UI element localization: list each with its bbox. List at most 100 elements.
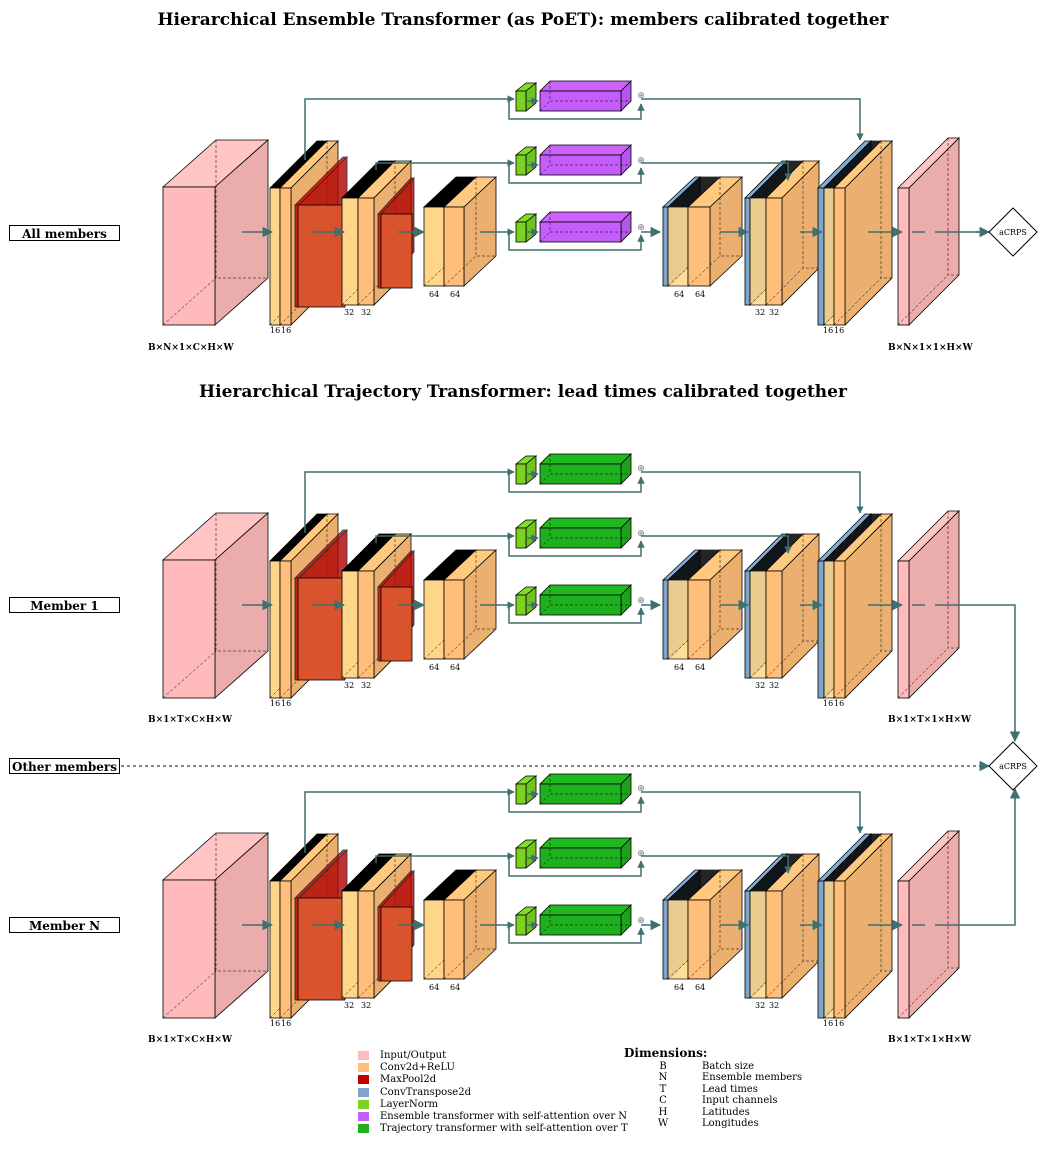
legend-label: Trajectory transformer with self-attenti… — [380, 1123, 628, 1135]
channel-label-16: 16 — [281, 1019, 292, 1028]
row-label-member-1: Member 1 — [9, 597, 120, 613]
input-dims-all: B×N×1×C×H×W — [148, 343, 234, 353]
legend-label: Conv2d+ReLU — [380, 1061, 455, 1073]
layernorm-block — [514, 586, 538, 616]
channel-label-64: 64 — [695, 983, 706, 992]
conv-block-64 — [686, 549, 744, 660]
skip-connection-level-1-out — [641, 98, 864, 141]
dimension-description: Input channels — [702, 1095, 778, 1107]
residual-connection — [508, 858, 645, 877]
legend-swatch — [358, 1075, 369, 1085]
transformer-block — [539, 144, 632, 176]
legend-label: Input/Output — [380, 1049, 447, 1061]
skip-connection-level-2 — [375, 162, 508, 170]
legend-swatch — [358, 1087, 369, 1097]
skip-add-symbol: ⊕ — [637, 596, 645, 606]
maxpool-face — [297, 204, 346, 308]
skip-add-symbol: ⊕ — [637, 464, 645, 474]
channel-label-16: 16 — [823, 1019, 834, 1028]
channel-label-32: 32 — [769, 1001, 780, 1010]
channel-label-64: 64 — [674, 663, 685, 672]
channel-label-64: 64 — [695, 290, 706, 299]
acrps-loss-bottom: aCRPS — [988, 741, 1038, 791]
channel-label-32: 32 — [361, 308, 372, 317]
layernorm-block — [514, 455, 538, 485]
residual-connection — [508, 538, 645, 557]
output-dims-member-n: B×1×T×1×H×W — [888, 1035, 972, 1045]
dimension-symbol: H — [658, 1106, 668, 1118]
residual-connection — [508, 101, 645, 120]
skip-add-symbol: ⊕ — [637, 223, 645, 233]
trajectory-row-member-1: ⊕ ⊕ ⊕ — [161, 453, 1016, 740]
output-dims-all: B×N×1×1×H×W — [888, 343, 973, 353]
skip-add-symbol: ⊕ — [637, 156, 645, 166]
skip-add-symbol: ⊕ — [637, 91, 645, 101]
dimension-symbol: C — [659, 1095, 667, 1107]
channel-label-16: 16 — [281, 699, 292, 708]
legend-label: ConvTranspose2d — [380, 1086, 471, 1098]
transformer-block — [539, 80, 632, 112]
channel-label-16: 16 — [834, 1019, 845, 1028]
dimension-symbol: T — [659, 1083, 667, 1095]
output-tensor-block — [897, 137, 960, 326]
conv-block-32 — [765, 853, 820, 999]
skip-connection-level-1-out — [641, 791, 864, 834]
dimension-symbol: W — [657, 1117, 669, 1129]
title-ensemble-transformer: Hierarchical Ensemble Transformer (as Po… — [157, 10, 889, 30]
conv-block-16 — [833, 833, 893, 1019]
legend-label: LayerNorm — [380, 1098, 438, 1110]
conv-block-32 — [765, 533, 820, 679]
channel-label-16: 16 — [270, 1019, 281, 1028]
output-tensor-block — [897, 830, 960, 1019]
dimension-description: Lead times — [702, 1083, 758, 1095]
maxpool-face — [380, 213, 413, 289]
channel-label-32: 32 — [769, 681, 780, 690]
conv-block-16 — [833, 513, 893, 699]
residual-connection — [508, 605, 645, 624]
legend-item-trajectory-transformer: Trajectory transformer with self-attenti… — [358, 1123, 628, 1135]
residual-connection — [508, 474, 645, 493]
residual-connection — [508, 232, 645, 251]
row-label-member-n: Member N — [9, 917, 120, 933]
skip-connection-level-1-out — [641, 471, 864, 514]
dimension-row: C Input channels — [624, 1095, 842, 1106]
layernorm-block — [514, 775, 538, 805]
row-label-all-members: All members — [9, 225, 120, 241]
residual-connection — [508, 794, 645, 813]
channel-label-64: 64 — [429, 290, 440, 299]
channel-label-32: 32 — [344, 1001, 355, 1010]
channel-label-16: 16 — [834, 326, 845, 335]
layernorm-block — [514, 213, 538, 243]
transformer-block — [539, 837, 632, 869]
transformer-block — [539, 773, 632, 805]
skip-add-symbol: ⊕ — [637, 784, 645, 794]
output-connection — [935, 790, 1016, 926]
dimension-symbol: N — [658, 1072, 668, 1084]
channel-label-64: 64 — [429, 663, 440, 672]
channel-label-32: 32 — [755, 1001, 766, 1010]
channel-label-32: 32 — [361, 681, 372, 690]
maxpool-face — [380, 586, 413, 662]
channel-label-64: 64 — [450, 983, 461, 992]
legend-item-ensemble-transformer: Ensemble transformer with self-attention… — [358, 1110, 628, 1122]
dimension-description: Batch size — [702, 1061, 755, 1072]
channel-label-32: 32 — [755, 308, 766, 317]
channel-label-16: 16 — [281, 326, 292, 335]
legend-item-layernorm: LayerNorm — [358, 1098, 628, 1110]
channel-label-32: 32 — [769, 308, 780, 317]
dimension-description: Latitudes — [702, 1106, 750, 1118]
legend-label: Ensemble transformer with self-attention… — [380, 1111, 628, 1123]
ensemble-transformer-row: ⊕ ⊕ ⊕ — [161, 80, 988, 326]
transformer-block — [539, 211, 632, 243]
skip-add-symbol: ⊕ — [637, 529, 645, 539]
skip-connection-level-2 — [375, 535, 508, 543]
skip-add-symbol: ⊕ — [637, 849, 645, 859]
acrps-label: aCRPS — [999, 762, 1027, 771]
channel-label-32: 32 — [344, 308, 355, 317]
maxpool-face — [297, 577, 346, 681]
layernorm-block — [514, 82, 538, 112]
transformer-block — [539, 517, 632, 549]
